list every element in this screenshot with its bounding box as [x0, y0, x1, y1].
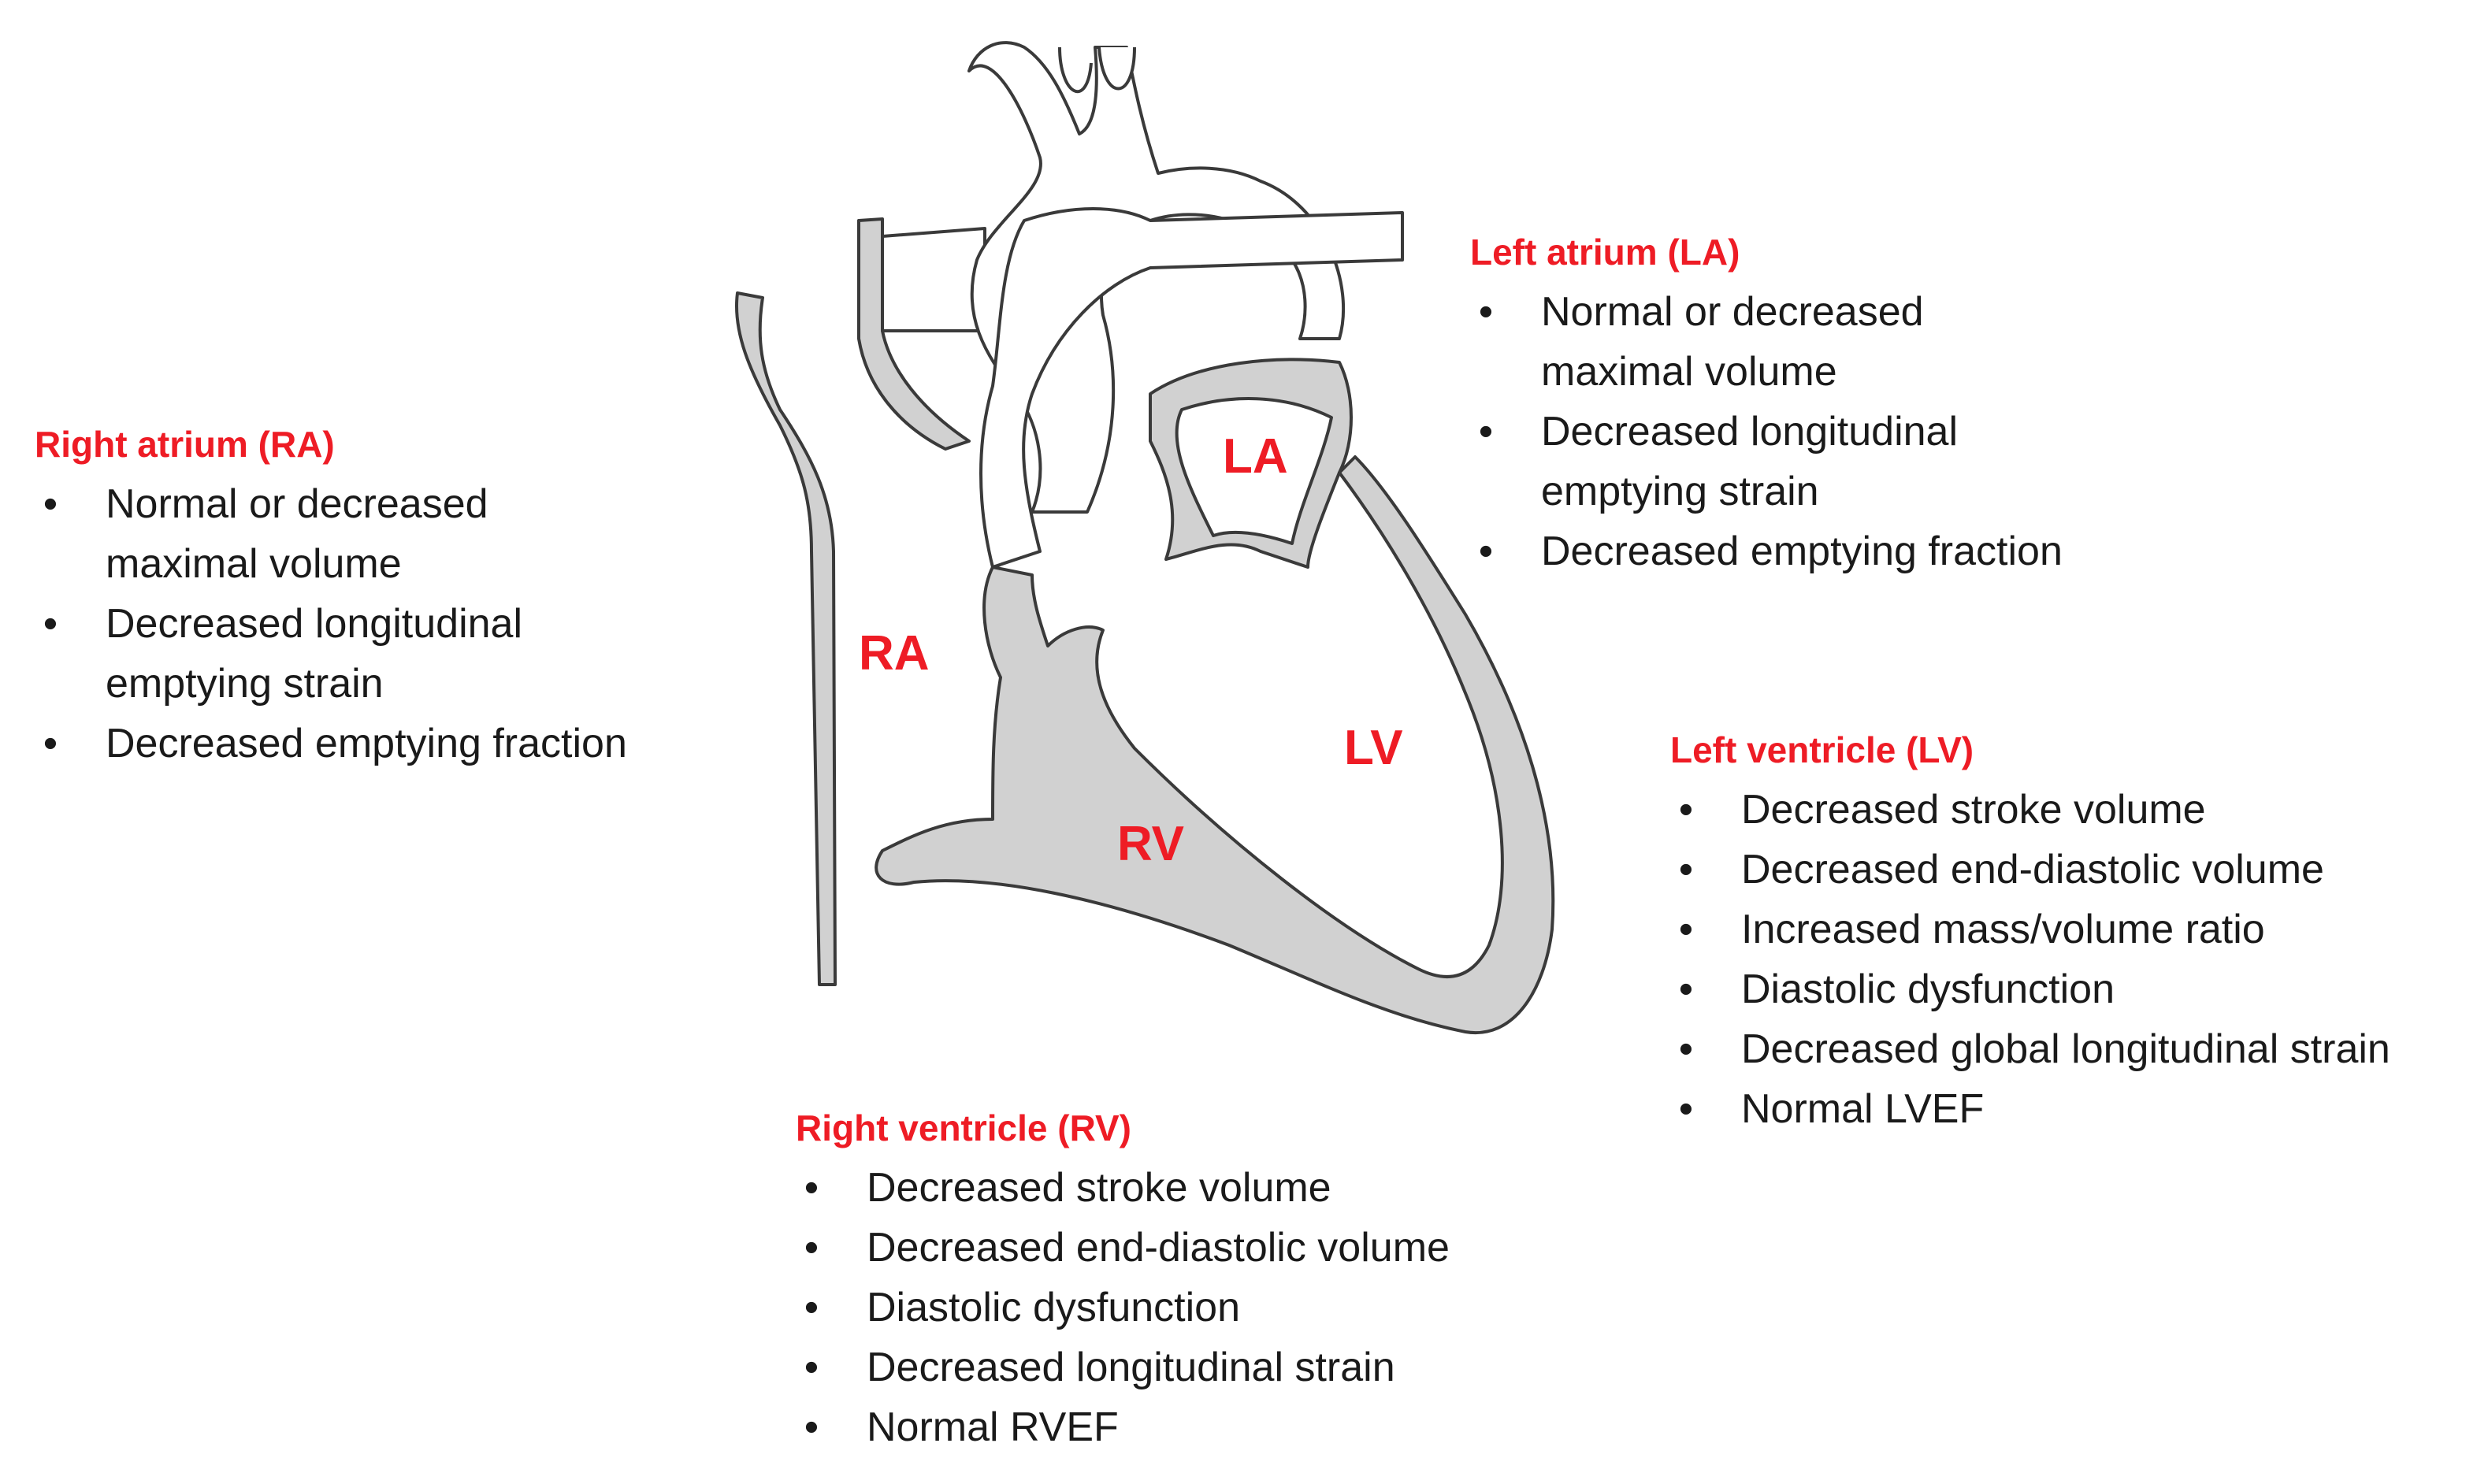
list-item-text: Diastolic dysfunction: [1741, 966, 2115, 1012]
list-item: • Diastolic dysfunction: [1670, 959, 2466, 1019]
list-item-text: Decreased end-diastolic volume: [867, 1225, 1450, 1271]
bullet: •: [1678, 787, 1694, 833]
list-item: • Decreased longitudinal emptying strain: [1470, 402, 2148, 521]
list-item: • Decreased end-diastolic volume: [1670, 840, 2466, 900]
bullet: •: [804, 1165, 819, 1211]
left-ventricle-list: • Decreased stroke volume • Decreased end-…: [1670, 780, 2466, 1139]
bullet: •: [1678, 1086, 1694, 1132]
bullet: •: [804, 1404, 819, 1450]
bullet: •: [804, 1345, 819, 1390]
right-ventricle-title: Right ventricle (RV): [796, 1107, 1131, 1148]
bullet: •: [1678, 1026, 1694, 1072]
bullet: •: [43, 721, 58, 766]
list-item-text: Normal or decreased maximal volume: [1541, 289, 1924, 395]
list-item: • Increased mass/volume ratio: [1670, 900, 2466, 959]
list-item-text: Normal or decreased maximal volume: [106, 481, 488, 587]
left-atrium-title: Left atrium (LA): [1470, 232, 1740, 273]
list-item-text: Decreased longitudinal emptying strain: [106, 601, 523, 707]
list-item-text: Increased mass/volume ratio: [1741, 907, 2265, 952]
pulmonary-branch: [881, 227, 986, 332]
bullet: •: [1478, 289, 1494, 335]
list-item: • Decreased global longitudinal strain: [1670, 1019, 2466, 1079]
list-item-text: Decreased emptying fraction: [1541, 529, 2063, 574]
list-item-text: Normal RVEF: [867, 1404, 1119, 1450]
list-item: • Normal or decreased maximal volume: [1470, 282, 2148, 402]
list-item: • Decreased stroke volume: [1670, 780, 2466, 840]
bullet: •: [43, 481, 58, 527]
pulmonary-trunk: [979, 207, 1404, 569]
left-atrium-panel: Left atrium (LA) • Normal or decreased ma…: [1470, 228, 2148, 581]
ventricle-walls: [875, 455, 1555, 1035]
chamber-label-lv: LV: [1344, 721, 1403, 775]
list-item-text: Decreased longitudinal strain: [867, 1345, 1395, 1390]
right-ventricle-list: • Decreased stroke volume • Decreased end-…: [796, 1158, 1552, 1457]
chamber-label-la: LA: [1223, 429, 1288, 484]
right-ventricle-panel: Right ventricle (RV) • Decreased stroke v…: [796, 1104, 1552, 1457]
right-atrium-panel: Right atrium (RA) • Normal or decreased m…: [35, 421, 712, 774]
left-ventricle-panel: Left ventricle (LV) • Decreased stroke vo…: [1670, 726, 2466, 1139]
list-item: • Decreased emptying fraction: [35, 714, 712, 774]
list-item: • Normal LVEF: [1670, 1079, 2466, 1139]
chamber-label-ra: RA: [859, 626, 930, 681]
list-item-text: Decreased end-diastolic volume: [1741, 847, 2324, 892]
aortic-branches: [1058, 46, 1136, 94]
list-item: • Decreased emptying fraction: [1470, 521, 2148, 581]
list-item: • Decreased longitudinal emptying strain: [35, 594, 712, 714]
pulmonary-artery: [857, 217, 971, 451]
bullet: •: [43, 601, 58, 647]
list-item-text: Decreased emptying fraction: [106, 721, 627, 766]
list-item-text: Decreased stroke volume: [867, 1165, 1331, 1211]
bullet: •: [1478, 529, 1494, 574]
vena-cava-wall: [735, 291, 837, 986]
left-atrium-list: • Normal or decreased maximal volume • Dec…: [1470, 282, 2148, 581]
list-item-text: Decreased stroke volume: [1741, 787, 2206, 833]
list-item-text: Decreased global longitudinal strain: [1741, 1026, 2390, 1072]
list-item: • Decreased end-diastolic volume: [796, 1218, 1552, 1278]
bullet: •: [804, 1285, 819, 1330]
list-item-text: Diastolic dysfunction: [867, 1285, 1240, 1330]
bullet: •: [1678, 966, 1694, 1012]
list-item-text: Normal LVEF: [1741, 1086, 1985, 1132]
bullet: •: [804, 1225, 819, 1271]
bullet: •: [1678, 907, 1694, 952]
list-item: • Decreased stroke volume: [796, 1158, 1552, 1218]
right-atrium-list: • Normal or decreased maximal volume • Dec…: [35, 474, 712, 774]
left-atrium-wall: [1149, 358, 1353, 569]
list-item: • Normal or decreased maximal volume: [35, 474, 712, 594]
bullet: •: [1678, 847, 1694, 892]
list-item: • Decreased longitudinal strain: [796, 1337, 1552, 1397]
list-item-text: Decreased longitudinal emptying strain: [1541, 409, 1959, 514]
bullet: •: [1478, 409, 1494, 454]
chamber-label-rv: RV: [1117, 817, 1184, 871]
list-item: • Diastolic dysfunction: [796, 1278, 1552, 1337]
left-ventricle-title: Left ventricle (LV): [1670, 729, 1974, 770]
right-atrium-title: Right atrium (RA): [35, 424, 335, 465]
list-item: • Normal RVEF: [796, 1397, 1552, 1457]
